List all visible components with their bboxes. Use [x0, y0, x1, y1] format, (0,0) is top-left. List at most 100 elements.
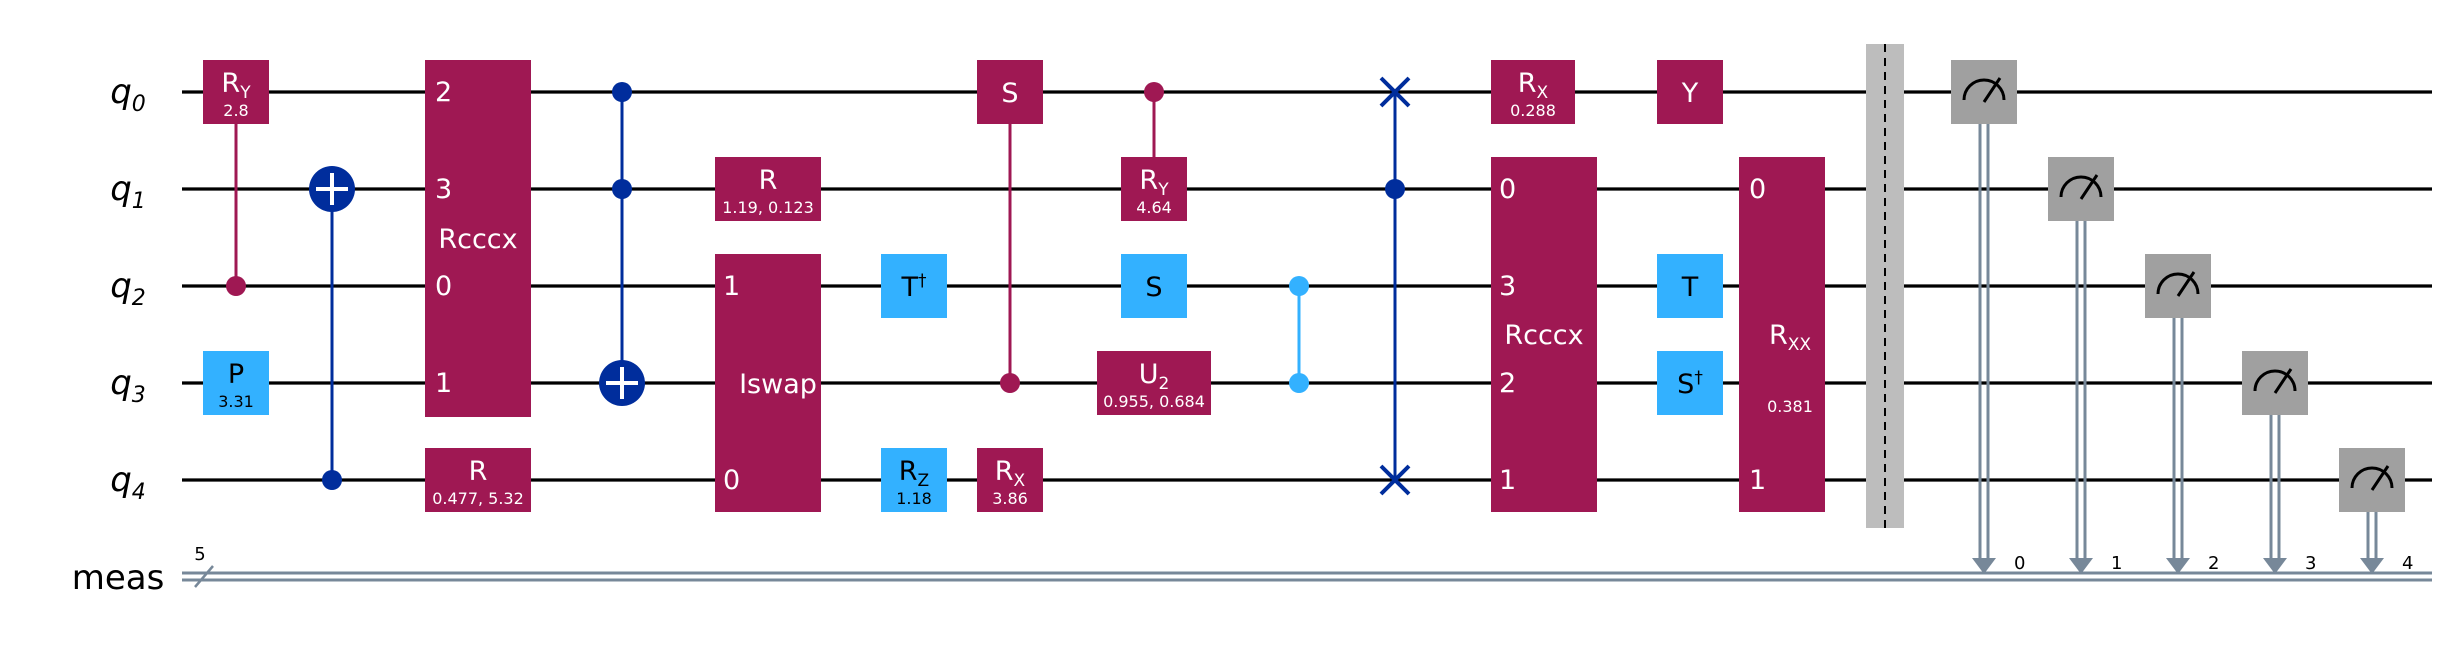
cry-control-q0 — [1144, 82, 1164, 102]
svg-text:0: 0 — [435, 271, 452, 302]
register-width-label: 5 — [194, 544, 205, 565]
svg-text:1: 1 — [1499, 465, 1516, 496]
wire-label-q1: q1 — [110, 169, 146, 214]
svg-text:RY: RY — [221, 68, 251, 103]
svg-text:3.31: 3.31 — [218, 392, 254, 411]
measurements: 0 1 2 3 4 — [1951, 60, 2413, 574]
measure-arrow — [2166, 558, 2190, 574]
svg-text:0: 0 — [723, 465, 740, 496]
svg-text:P: P — [228, 359, 244, 390]
control-dot-q2 — [226, 276, 246, 296]
connectors — [234, 92, 1397, 480]
measure-bit-label: 3 — [2305, 553, 2316, 574]
measure-gate-q1: 1 — [2048, 157, 2122, 574]
svg-text:Iswap: Iswap — [739, 369, 817, 400]
svg-text:1: 1 — [435, 368, 452, 399]
measure-gate-q0: 0 — [1951, 60, 2025, 574]
rcccx-gate-2: Rcccx 0 3 2 1 — [1491, 157, 1597, 512]
measure-gate-q4: 4 — [2339, 448, 2413, 574]
measure-arrow — [2263, 558, 2287, 574]
svg-text:4.64: 4.64 — [1136, 198, 1172, 217]
rx-gate-q4: RX 3.86 — [977, 448, 1043, 512]
svg-text:Rcccx: Rcccx — [1504, 320, 1583, 351]
svg-text:0.477, 5.32: 0.477, 5.32 — [432, 489, 524, 508]
cz-control-q3 — [1289, 373, 1309, 393]
svg-text:S†: S† — [1677, 368, 1703, 400]
svg-text:3.86: 3.86 — [992, 489, 1028, 508]
measure-arrow — [1972, 558, 1996, 574]
r-gate-q4: R 0.477, 5.32 — [425, 448, 531, 512]
wire-label-q2: q2 — [110, 266, 146, 311]
ry-gate-q0: RY 2.8 — [203, 60, 269, 124]
ccx-target-q3 — [599, 360, 645, 406]
meter-icon — [1962, 78, 2006, 101]
svg-text:T†: T† — [901, 271, 928, 303]
svg-text:3: 3 — [435, 174, 452, 205]
svg-text:1: 1 — [1749, 465, 1766, 496]
s-gate-q2: S — [1121, 254, 1187, 318]
svg-text:S: S — [1001, 78, 1018, 109]
meter-icon — [2350, 466, 2394, 489]
svg-text:RY: RY — [1139, 165, 1169, 200]
svg-text:1.18: 1.18 — [896, 489, 932, 508]
svg-text:RX: RX — [995, 456, 1026, 491]
svg-text:RXX: RXX — [1769, 320, 1811, 355]
meter-icon — [2059, 175, 2103, 198]
s-gate-q0: S — [977, 60, 1043, 124]
svg-text:0.288: 0.288 — [1510, 101, 1556, 120]
y-gate-q0: Y — [1657, 60, 1723, 124]
svg-text:0: 0 — [1499, 174, 1516, 205]
measure-bit-label: 1 — [2111, 553, 2122, 574]
cs-control-q3 — [1000, 373, 1020, 393]
wire-label-meas: meas — [72, 558, 165, 598]
svg-text:2: 2 — [435, 77, 452, 108]
register-width-slash — [194, 565, 214, 588]
svg-text:0: 0 — [1749, 174, 1766, 205]
ry-gate-q1: RY 4.64 — [1121, 157, 1187, 221]
measure-bit-label: 2 — [2208, 553, 2219, 574]
svg-text:R: R — [469, 456, 488, 487]
rz-gate-q4: RZ 1.18 — [881, 448, 947, 512]
svg-text:0.955, 0.684: 0.955, 0.684 — [1103, 392, 1205, 411]
svg-text:Rcccx: Rcccx — [438, 224, 517, 255]
barrier — [1866, 44, 1904, 528]
svg-text:U2: U2 — [1139, 359, 1170, 394]
wire-labels: q0 q1 q2 q3 q4 meas — [72, 72, 165, 598]
tdg-gate-q2: T† — [881, 254, 947, 318]
svg-text:T: T — [1681, 272, 1699, 303]
measure-arrow — [2360, 558, 2384, 574]
svg-text:R: R — [759, 165, 778, 196]
svg-text:0.381: 0.381 — [1767, 397, 1813, 416]
u2-gate-q3: U2 0.955, 0.684 — [1097, 351, 1211, 415]
wire-label-q4: q4 — [110, 460, 146, 505]
measure-bit-label: 4 — [2402, 553, 2413, 574]
rx-gate-q0: RX 0.288 — [1491, 60, 1575, 124]
cnot-control-q4 — [322, 470, 342, 490]
svg-text:2: 2 — [1499, 368, 1516, 399]
svg-text:RX: RX — [1518, 68, 1549, 103]
meter-icon — [2156, 272, 2200, 295]
wire-label-q0: q0 — [110, 72, 146, 117]
svg-text:3: 3 — [1499, 271, 1516, 302]
wire-label-q3: q3 — [110, 363, 146, 408]
rxx-gate: RXX 0.381 0 1 — [1739, 157, 1825, 512]
svg-text:Y: Y — [1681, 78, 1699, 109]
ccx-control-q1 — [612, 179, 632, 199]
ccx-control-q0 — [612, 82, 632, 102]
cnot-target-q1 — [309, 166, 355, 212]
cz-control-q2 — [1289, 276, 1309, 296]
rcccx-gate-1: Rcccx 2 3 0 1 — [425, 60, 531, 417]
classical-register: 5 — [182, 544, 2432, 588]
svg-text:RZ: RZ — [899, 456, 929, 491]
cswap-control-q1 — [1385, 179, 1405, 199]
sdg-gate-q3: S† — [1657, 351, 1723, 415]
svg-text:1: 1 — [723, 271, 740, 302]
measure-bit-label: 0 — [2014, 553, 2025, 574]
svg-text:2.8: 2.8 — [223, 101, 248, 120]
r-gate-q1: R 1.19, 0.123 — [715, 157, 821, 221]
measure-gate-q3: 3 — [2242, 351, 2316, 574]
p-gate-q3: P 3.31 — [203, 351, 269, 415]
iswap-gate: Iswap 1 0 — [715, 254, 821, 512]
svg-text:1.19, 0.123: 1.19, 0.123 — [722, 198, 814, 217]
